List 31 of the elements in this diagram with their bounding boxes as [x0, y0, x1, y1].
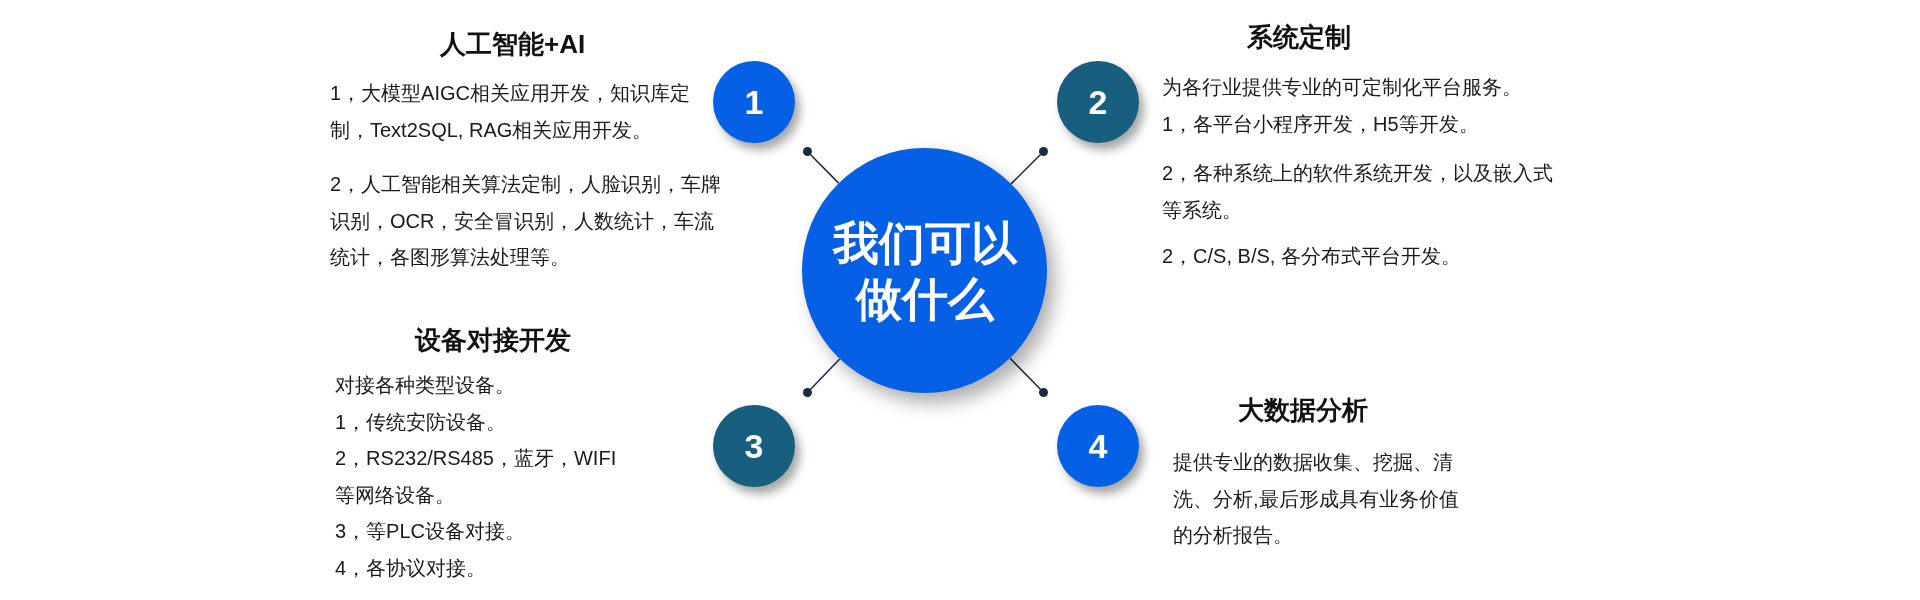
description-text: 对接各种类型设备。 — [335, 373, 515, 398]
connector-line — [1009, 357, 1042, 391]
description-text: 2，各种系统上的软件系统开发，以及嵌入式等系统。 — [1162, 161, 1554, 223]
step-number: 3 — [744, 426, 764, 466]
description-text: 为各行业提供专业的可定制化平台服务。 — [1162, 75, 1522, 100]
description-text: 2，RS232/RS485，蓝牙，WIFI等网络设备。 — [335, 446, 618, 508]
description-text: 1，大模型AIGC相关应用开发，知识库定制，Text2SQL, RAG相关应用开发。 — [330, 81, 692, 143]
section-heading: 设备对接开发 — [415, 324, 571, 357]
section-heading: 大数据分析 — [1238, 394, 1368, 427]
junction-dot — [803, 388, 812, 397]
step-number: 2 — [1088, 82, 1108, 122]
junction-dot — [1039, 388, 1048, 397]
description-text: 提供专业的数据收集、挖掘、清洗、分析,最后形成具有业务价值的分析报告。 — [1173, 450, 1460, 548]
hub-title: 我们可以做什么 — [831, 215, 1019, 327]
number-circle — [1057, 405, 1139, 487]
connector-line — [809, 153, 840, 184]
description-text: 3，等PLC设备对接。 — [335, 519, 526, 544]
description-text: 2，C/S, B/S, 各分布式平台开发。 — [1162, 244, 1461, 269]
section-heading: 人工智能+AI — [440, 28, 586, 61]
connector-line — [1010, 153, 1042, 185]
step-number: 4 — [1088, 426, 1108, 466]
section-heading: 系统定制 — [1247, 21, 1351, 54]
step-number: 1 — [744, 82, 764, 122]
description-text: 4，各协议对接。 — [335, 555, 487, 581]
description-text: 2，人工智能相关算法定制，人脸识别，车牌识别，OCR，安全冒识别，人数统计，车流统计，各图形算法处理等。 — [330, 172, 722, 270]
connector-line — [809, 358, 841, 390]
number-circle — [1057, 61, 1139, 143]
number-circle — [713, 61, 795, 143]
number-circle — [713, 405, 795, 487]
description-text: 1，传统安防设备。 — [335, 409, 507, 435]
description-text: 1，各平台小程序开发，H5等开发。 — [1162, 111, 1479, 137]
